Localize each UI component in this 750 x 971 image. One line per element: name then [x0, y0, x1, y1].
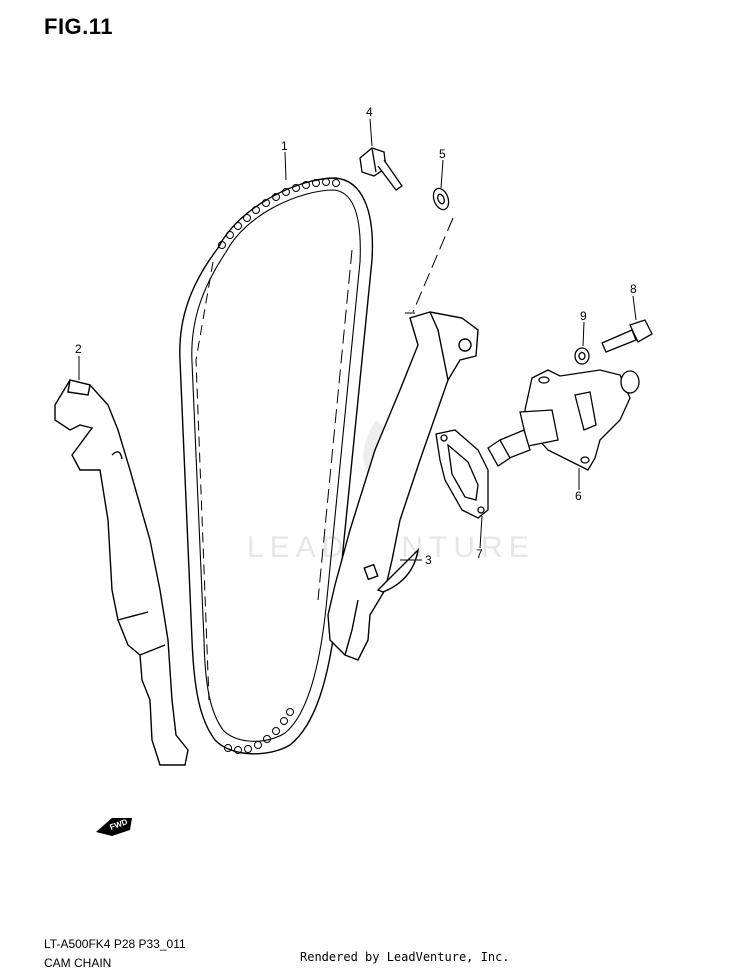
- callout-5: 5: [439, 147, 446, 161]
- diagram-caption: CAM CHAIN: [44, 956, 112, 970]
- washer[interactable]: [431, 186, 452, 211]
- cam-chain-guide[interactable]: [54, 379, 189, 766]
- callout-4: 4: [366, 105, 373, 119]
- figure-title: FIG.11: [44, 14, 114, 39]
- fwd-arrow-icon: FWD: [96, 817, 132, 836]
- leader-lines: [78, 118, 637, 561]
- tensioner-adjuster[interactable]: [487, 369, 640, 471]
- callout-6: 6: [575, 489, 582, 503]
- callout-9: 9: [580, 309, 587, 323]
- callout-8: 8: [630, 282, 637, 296]
- model-code: LT-A500FK4 P28 P33_011: [44, 937, 186, 951]
- callout-2: 2: [75, 342, 82, 356]
- adjuster-washer[interactable]: [574, 347, 590, 365]
- callout-1: 1: [281, 139, 288, 153]
- callout-3: 3: [425, 553, 432, 567]
- render-credit: Rendered by LeadVenture, Inc.: [300, 950, 510, 964]
- tensioner-bolt[interactable]: [359, 147, 403, 191]
- adjuster-gasket[interactable]: [435, 429, 489, 519]
- adjuster-bolt[interactable]: [601, 319, 653, 353]
- callout-7: 7: [476, 547, 483, 561]
- cam-chain[interactable]: [179, 177, 374, 755]
- callout-labels: 1 2 3 4 5 6 7 8 9: [75, 105, 637, 567]
